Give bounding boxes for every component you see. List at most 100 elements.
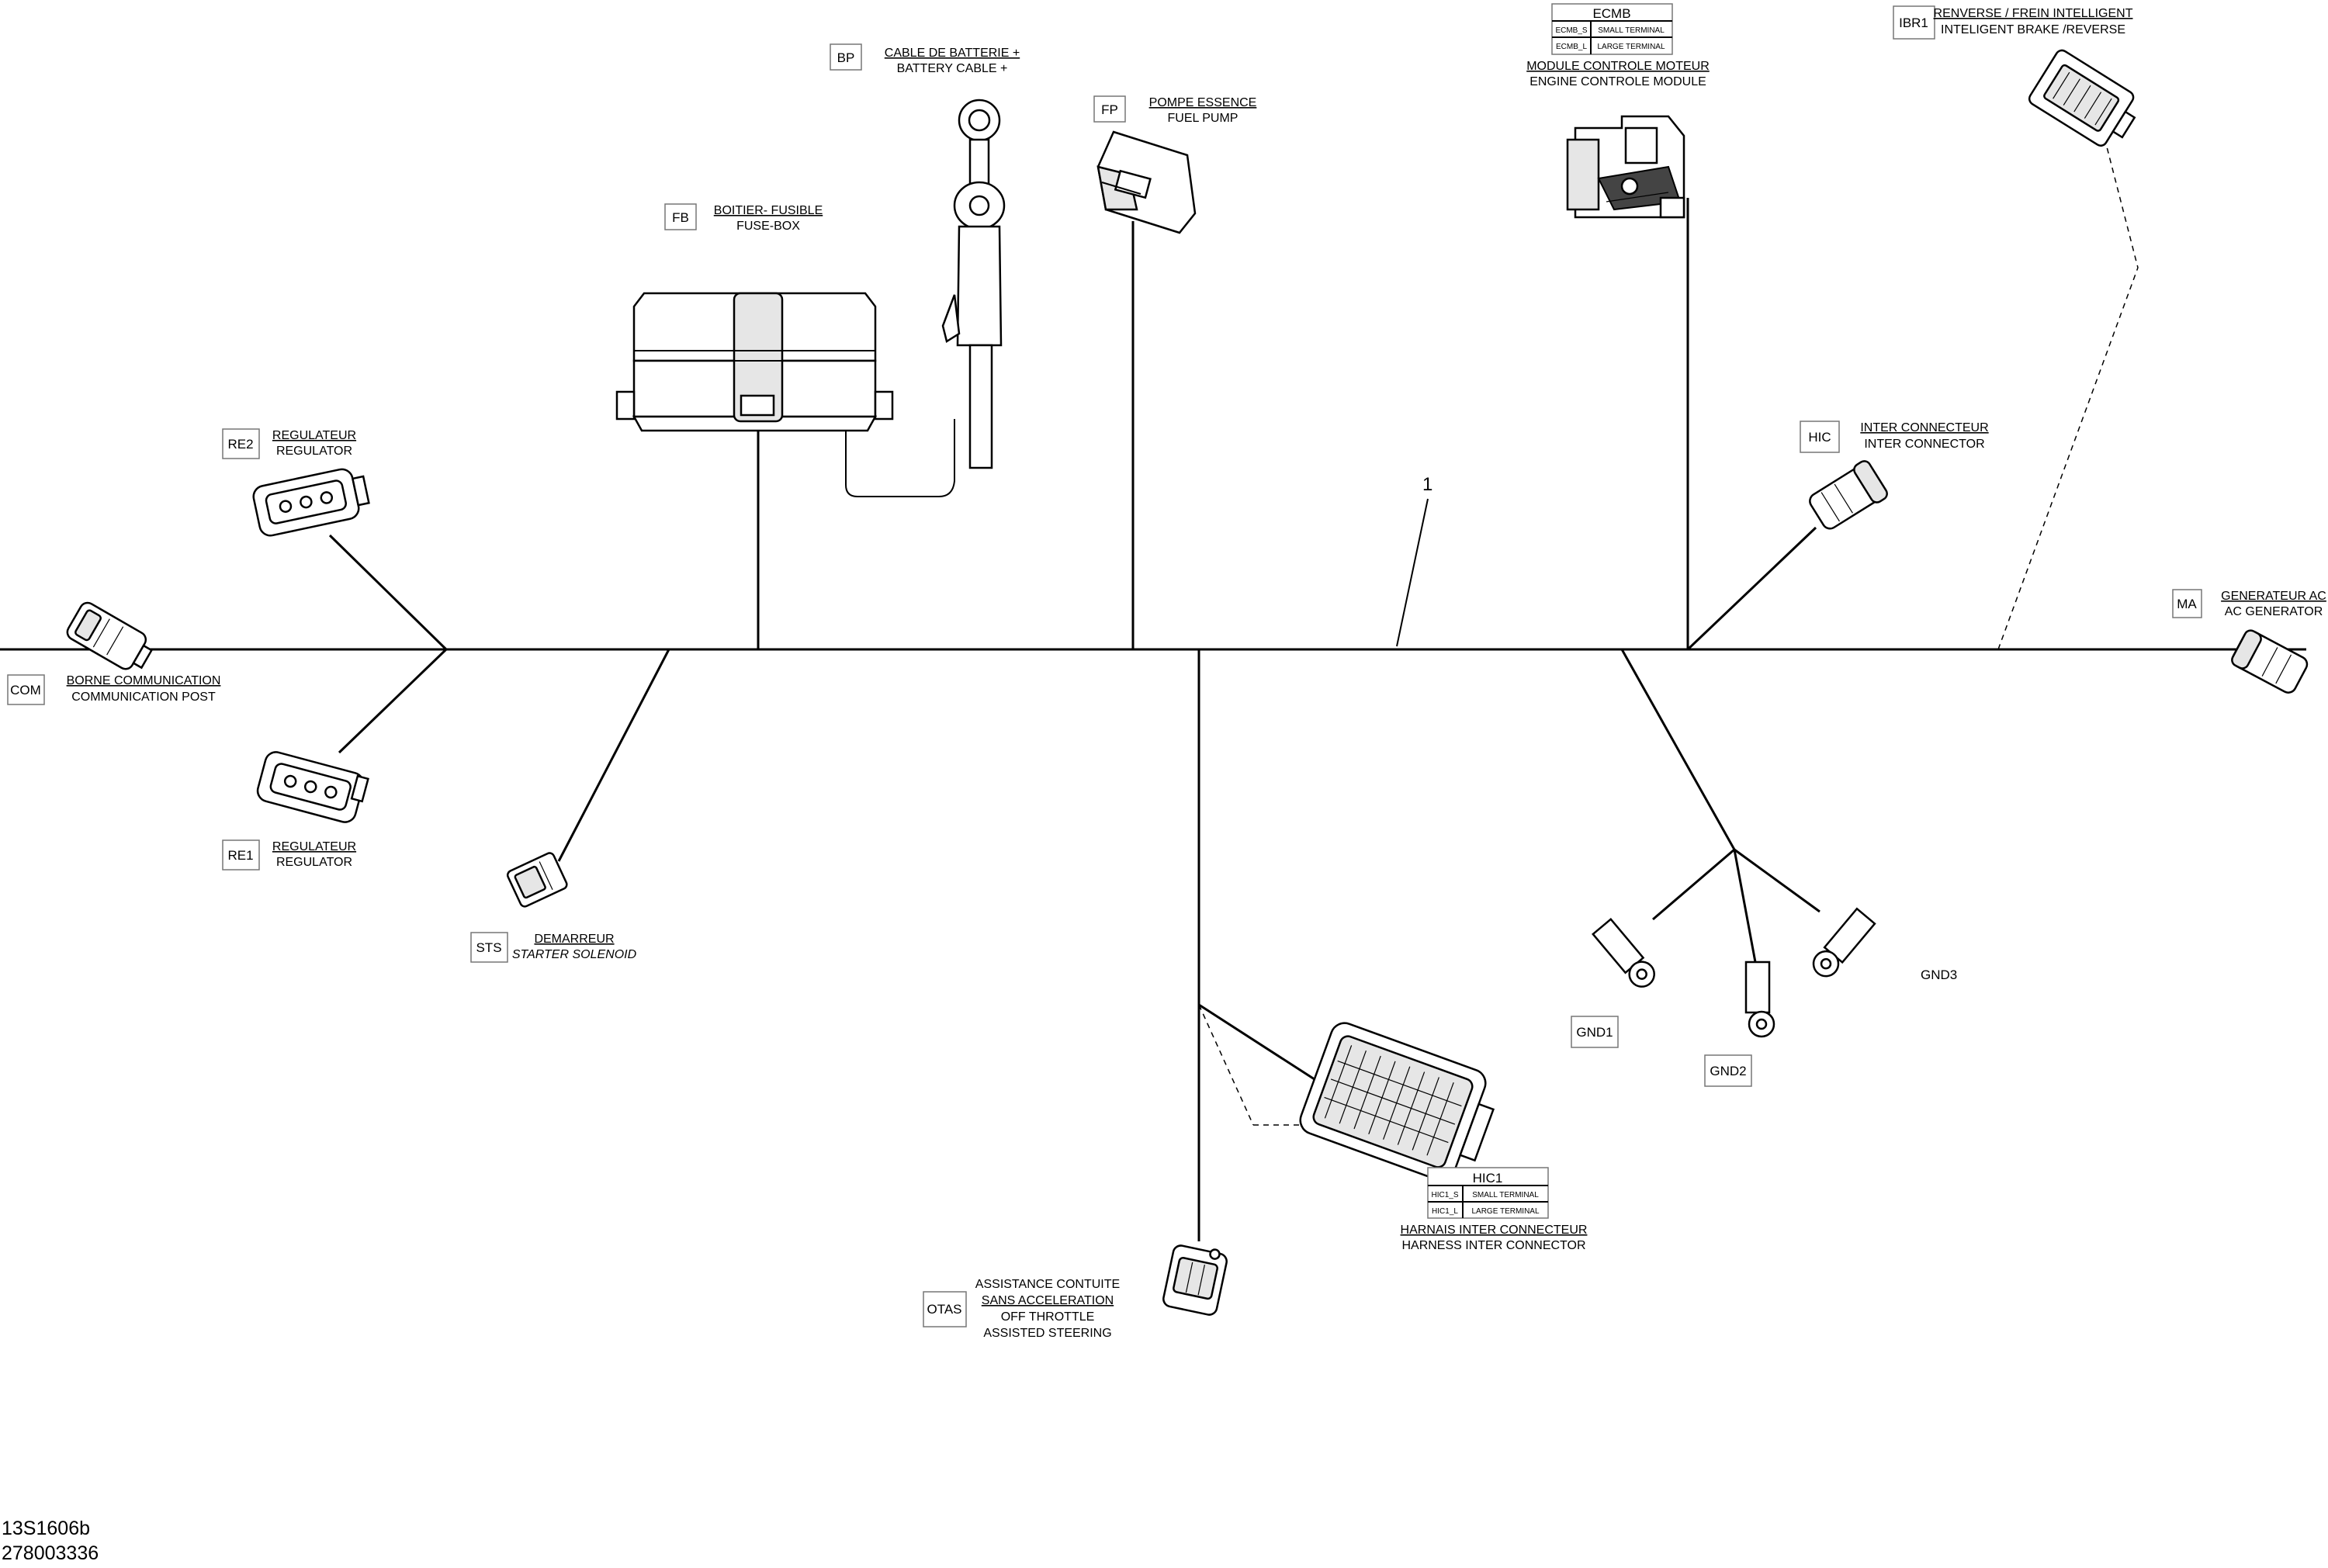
label-gnd1: GND1 [1571, 1016, 1619, 1048]
ref-leader-line [1396, 498, 1429, 647]
communication-post-connector-icon [66, 601, 154, 670]
code-hic: HIC [1808, 430, 1831, 445]
otas-en-line1: OFF THROTTLE [1001, 1310, 1095, 1324]
ground-terminal-gnd2-icon [1744, 961, 1775, 1038]
hic1-fr: HARNAIS INTER CONNECTEUR [1401, 1224, 1588, 1237]
re2-fr: REGULATEUR [272, 429, 356, 442]
label-sts: STS DEMARREUR STARTER SOLENOID [470, 932, 637, 963]
ground-terminal-gnd1-icon [1592, 917, 1655, 988]
label-ma: MA GENERATEUR AC AC GENERATOR [2172, 589, 2326, 618]
wire-ground-branch [1620, 649, 1736, 850]
footer-drawing-id: 13S1606b [2, 1518, 90, 1539]
bp-en: BATTERY CABLE + [897, 62, 1008, 75]
harness-inter-connector-icon [1299, 1022, 1495, 1182]
wire-gnd3 [1734, 848, 1820, 913]
bp-fr: CABLE DE BATTERIE + [885, 47, 1020, 60]
label-re1: RE1 REGULATEUR REGULATOR [222, 839, 356, 871]
label-hic1: HIC1 HIC1_S SMALL TERMINAL HIC1_L LARGE … [1401, 1167, 1588, 1252]
code-ibr1: IBR1 [1899, 16, 1928, 30]
otas-en-line2: ASSISTED STEERING [983, 1327, 1111, 1340]
hic1-terminal-s-desc: SMALL TERMINAL [1472, 1191, 1539, 1199]
code-re1: RE1 [227, 848, 253, 863]
code-ma: MA [2177, 597, 2197, 611]
ground-terminal-gnd3-icon [1812, 907, 1876, 978]
footer-part-number: 278003336 [2, 1542, 99, 1564]
fuse-box-icon [615, 292, 955, 497]
label-bp: BP CABLE DE BATTERIE + BATTERY CABLE + [830, 43, 1020, 75]
label-com: COM BORNE COMMUNICATION COMMUNICATION PO… [7, 674, 221, 705]
com-en: COMMUNICATION POST [71, 691, 216, 704]
fb-fr: BOITIER- FUSIBLE [714, 204, 823, 217]
ecmb-fr: MODULE CONTROLE MOTEUR [1526, 60, 1710, 73]
ma-fr: GENERATEUR AC [2221, 590, 2326, 603]
wire-gnd2 [1733, 849, 1757, 963]
hic1-terminal-l-id: HIC1_L [1432, 1207, 1458, 1216]
label-ibr1: IBR1 RENVERSE / FREIN INTELLIGENT INTELI… [1893, 5, 2133, 40]
wire-re1 [338, 648, 448, 754]
re1-en: REGULATOR [276, 856, 352, 869]
code-re2: RE2 [227, 437, 253, 452]
code-fb: FB [672, 210, 689, 225]
label-gnd3: GND3 [1921, 967, 1957, 982]
hic1-terminal-s-id: HIC1_S [1431, 1191, 1458, 1199]
ecm-connector-icon [1566, 115, 1685, 219]
label-re2: RE2 REGULATEUR REGULATOR [222, 428, 356, 459]
otas-fr-line2: SANS ACCELERATION [982, 1294, 1114, 1307]
fp-en: FUEL PUMP [1168, 112, 1238, 125]
sts-fr: DEMARREUR [534, 933, 614, 946]
hic-en: INTER CONNECTOR [1864, 438, 1984, 451]
fb-en: FUSE-BOX [736, 220, 800, 233]
re1-fr: REGULATEUR [272, 840, 356, 853]
hic-fr: INTER CONNECTEUR [1860, 421, 1988, 434]
harness-wires [0, 131, 2306, 1241]
code-gnd3: GND3 [1921, 967, 1957, 982]
hic1-terminal-l-desc: LARGE TERMINAL [1471, 1207, 1539, 1216]
label-fp: FP POMPE ESSENCE FUEL PUMP [1093, 95, 1257, 125]
wire-ibr1 [1997, 131, 2139, 650]
ecmb-terminal-s-desc: SMALL TERMINAL [1598, 26, 1665, 35]
label-hic: HIC INTER CONNECTEUR INTER CONNECTOR [1800, 421, 1989, 453]
ac-generator-connector-icon [2231, 629, 2309, 694]
wire-re2 [328, 534, 448, 651]
fuel-pump-connector-icon [1096, 130, 1197, 234]
ecmb-terminal-s-id: ECMB_S [1555, 26, 1587, 35]
wire-hic [1686, 526, 1817, 651]
regulator-re2-connector-icon [252, 468, 370, 537]
code-bp: BP [837, 50, 855, 65]
wire-gnd1 [1652, 848, 1735, 921]
label-fb: FB BOITIER- FUSIBLE FUSE-BOX [664, 203, 823, 233]
code-sts: STS [476, 940, 501, 955]
ibr1-en: INTELIGENT BRAKE /REVERSE [1941, 23, 2125, 36]
wire-hic1 [1198, 1003, 1320, 1084]
code-gnd1: GND1 [1576, 1025, 1613, 1040]
ma-en: AC GENERATOR [2225, 605, 2323, 618]
ecmb-terminal-l-desc: LARGE TERMINAL [1597, 43, 1665, 51]
off-throttle-connector-icon [1162, 1244, 1228, 1316]
code-ecmb: ECMB [1592, 6, 1630, 21]
wire-sts [557, 649, 670, 862]
code-fp: FP [1101, 102, 1118, 117]
label-ecmb: ECMB ECMB_S SMALL TERMINAL ECMB_L LARGE … [1526, 3, 1710, 88]
fp-fr: POMPE ESSENCE [1149, 96, 1257, 109]
label-otas: OTAS ASSISTANCE CONTUITE SANS ACCELERATI… [923, 1278, 1120, 1340]
battery-cable-icon [941, 99, 1006, 469]
label-gnd2: GND2 [1704, 1054, 1752, 1087]
wire-hic1-leader [1198, 1004, 1254, 1126]
regulator-re1-connector-icon [256, 751, 369, 823]
ecmb-en: ENGINE CONTROLE MODULE [1529, 75, 1706, 88]
code-gnd2: GND2 [1710, 1064, 1746, 1078]
intelligent-brake-connector-icon [2028, 49, 2136, 147]
harness-ref-number: 1 [1422, 474, 1432, 495]
ibr1-fr: RENVERSE / FREIN INTELLIGENT [1934, 7, 2133, 20]
ecmb-terminal-l-id: ECMB_L [1556, 43, 1587, 51]
otas-fr-line1: ASSISTANCE CONTUITE [975, 1278, 1120, 1291]
code-otas: OTAS [927, 1302, 961, 1317]
re2-en: REGULATOR [276, 445, 352, 458]
code-com: COM [10, 683, 41, 697]
hic1-en: HARNESS INTER CONNECTOR [1401, 1239, 1585, 1252]
code-hic1: HIC1 [1473, 1171, 1503, 1186]
inter-connector-icon [1809, 460, 1888, 530]
com-fr: BORNE COMMUNICATION [67, 674, 221, 687]
starter-solenoid-connector-icon [506, 852, 568, 908]
